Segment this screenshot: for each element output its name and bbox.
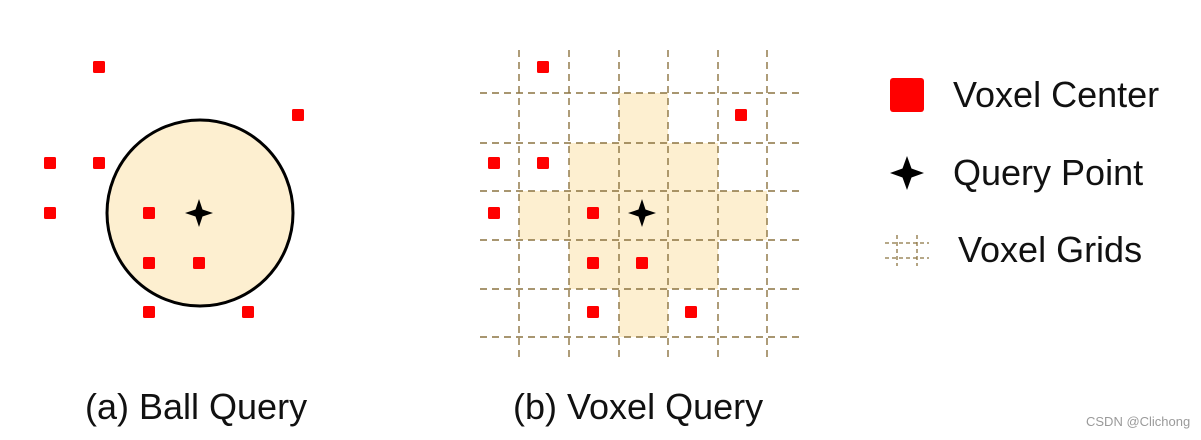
- query-voxel-cell: [519, 191, 569, 240]
- voxel-center-point: [488, 157, 500, 169]
- voxel-center-point: [143, 257, 155, 269]
- voxel-center-point: [143, 306, 155, 318]
- voxel-center-label: Voxel Center: [953, 74, 1160, 115]
- query-voxel-cell: [668, 191, 718, 240]
- query-voxel-cell: [619, 93, 668, 143]
- voxel-center-point: [93, 61, 105, 73]
- voxel-center-point: [587, 257, 599, 269]
- query-point-star-icon: [185, 199, 213, 227]
- legend: [885, 78, 929, 266]
- voxel-center-point: [292, 109, 304, 121]
- voxel-center-point: [587, 207, 599, 219]
- ball-query-panel: [44, 61, 304, 318]
- voxel-center-point: [537, 157, 549, 169]
- voxel-center-point: [44, 157, 56, 169]
- voxel-center-point: [587, 306, 599, 318]
- voxel-center-point: [143, 207, 155, 219]
- voxel-query-caption: (b) Voxel Query: [513, 386, 764, 427]
- voxel-center-point: [242, 306, 254, 318]
- voxel-center-point: [537, 61, 549, 73]
- voxel-center-point: [193, 257, 205, 269]
- voxel-grids-label: Voxel Grids: [958, 229, 1143, 270]
- voxel-center-point: [44, 207, 56, 219]
- voxel-center-point: [488, 207, 500, 219]
- query-voxel-cell: [619, 289, 668, 337]
- query-voxel-cell: [668, 143, 718, 191]
- voxel-center-point: [685, 306, 697, 318]
- query-voxel-cell: [619, 143, 668, 191]
- voxel-query-panel: [480, 50, 800, 360]
- voxel-center-point: [93, 157, 105, 169]
- watermark: CSDN @Clichong: [1086, 414, 1191, 429]
- voxel-center-point: [735, 109, 747, 121]
- query-point-star-icon: [628, 199, 656, 227]
- voxel-center-point: [636, 257, 648, 269]
- four-point-star-icon: [890, 156, 924, 190]
- red-square-icon: [890, 78, 924, 112]
- query-voxel-cell: [718, 191, 767, 240]
- query-voxel-cell: [569, 143, 619, 191]
- query-voxel-cell: [668, 240, 718, 289]
- dashed-grid-icon: [885, 235, 929, 266]
- ball-query-caption: (a) Ball Query: [85, 386, 308, 427]
- query-point-label: Query Point: [953, 152, 1144, 193]
